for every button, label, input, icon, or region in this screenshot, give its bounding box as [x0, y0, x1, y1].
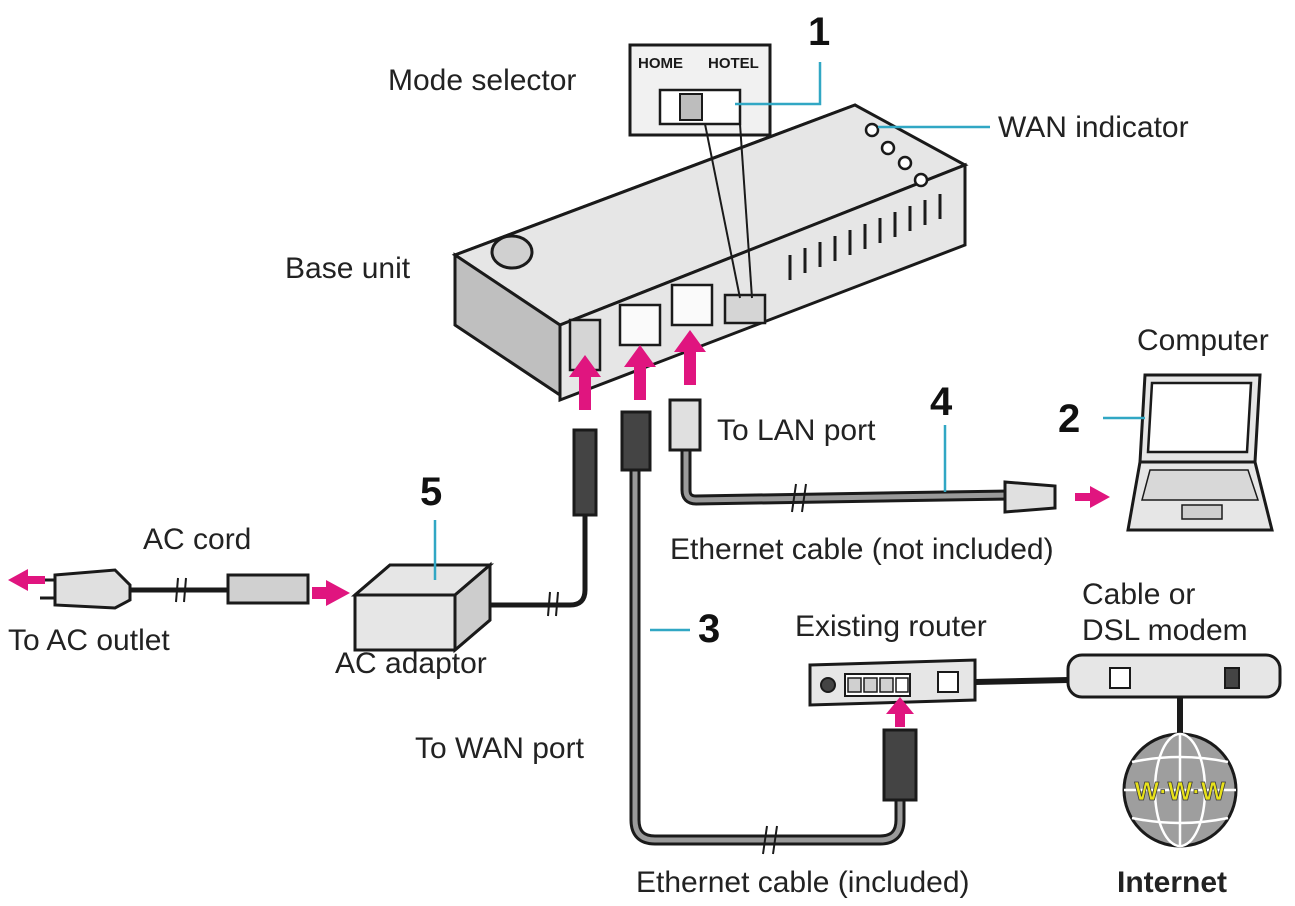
wan-led-icon — [864, 122, 880, 138]
callout-number-4: 4 — [930, 380, 953, 424]
home-label: HOME — [638, 55, 683, 72]
vent-grille — [788, 194, 942, 280]
hotel-label: HOTEL — [708, 55, 759, 72]
arrow-up-icon — [886, 697, 914, 727]
ac-adaptor-label: AC adaptor — [335, 647, 487, 680]
arrow-right-icon — [312, 580, 350, 606]
internet-globe-icon: W·W·W — [1122, 732, 1238, 848]
arrow-up-icon — [569, 355, 601, 410]
existing-router-device — [808, 658, 977, 707]
arrow-up-icon — [624, 345, 656, 400]
arrow-left-icon — [8, 569, 45, 591]
modem-device — [1066, 653, 1282, 699]
mode-selector-inset: HOME HOTEL — [628, 43, 772, 137]
computer-device — [1126, 373, 1274, 532]
wan-plug-router — [882, 728, 918, 802]
ac-adaptor-device — [350, 561, 495, 654]
base-unit-device — [451, 103, 969, 403]
callout-number-3: 3 — [698, 607, 720, 651]
lan-plug — [668, 398, 702, 452]
to-ac-outlet-label: To AC outlet — [8, 624, 170, 657]
mode-switch — [723, 293, 767, 325]
computer-label: Computer — [1137, 324, 1269, 357]
wan-plug-top — [620, 410, 652, 472]
ac-cord-connector — [226, 573, 310, 605]
callout-number-5: 5 — [420, 470, 442, 514]
callout-number-2: 2 — [1058, 397, 1080, 441]
ac-cord-label: AC cord — [143, 523, 251, 556]
internet-label: Internet — [1117, 866, 1227, 899]
callout-number-1: 1 — [808, 10, 830, 54]
wan-indicator-label: WAN indicator — [998, 111, 1189, 144]
to-lan-port-label: To LAN port — [717, 414, 876, 447]
arrow-up-icon — [674, 330, 706, 385]
lan-port — [670, 283, 714, 327]
cable-modem-label-line2: DSL modem — [1082, 614, 1248, 647]
to-wan-port-label: To WAN port — [415, 732, 585, 765]
arrow-right-icon — [1075, 486, 1110, 508]
ac-plug — [53, 568, 132, 610]
existing-router-label: Existing router — [795, 610, 987, 643]
base-unit-label: Base unit — [285, 252, 411, 285]
www-text: W·W·W — [1135, 776, 1226, 806]
ethernet-not-included-label: Ethernet cable (not included) — [670, 533, 1054, 566]
mode-selector-label: Mode selector — [388, 64, 576, 97]
ethernet-included-label: Ethernet cable (included) — [636, 866, 970, 899]
dc-plug — [572, 428, 598, 517]
cable-modem-label-line1: Cable or — [1082, 578, 1195, 611]
wan-port — [618, 303, 662, 347]
connection-arrows — [8, 330, 1110, 727]
